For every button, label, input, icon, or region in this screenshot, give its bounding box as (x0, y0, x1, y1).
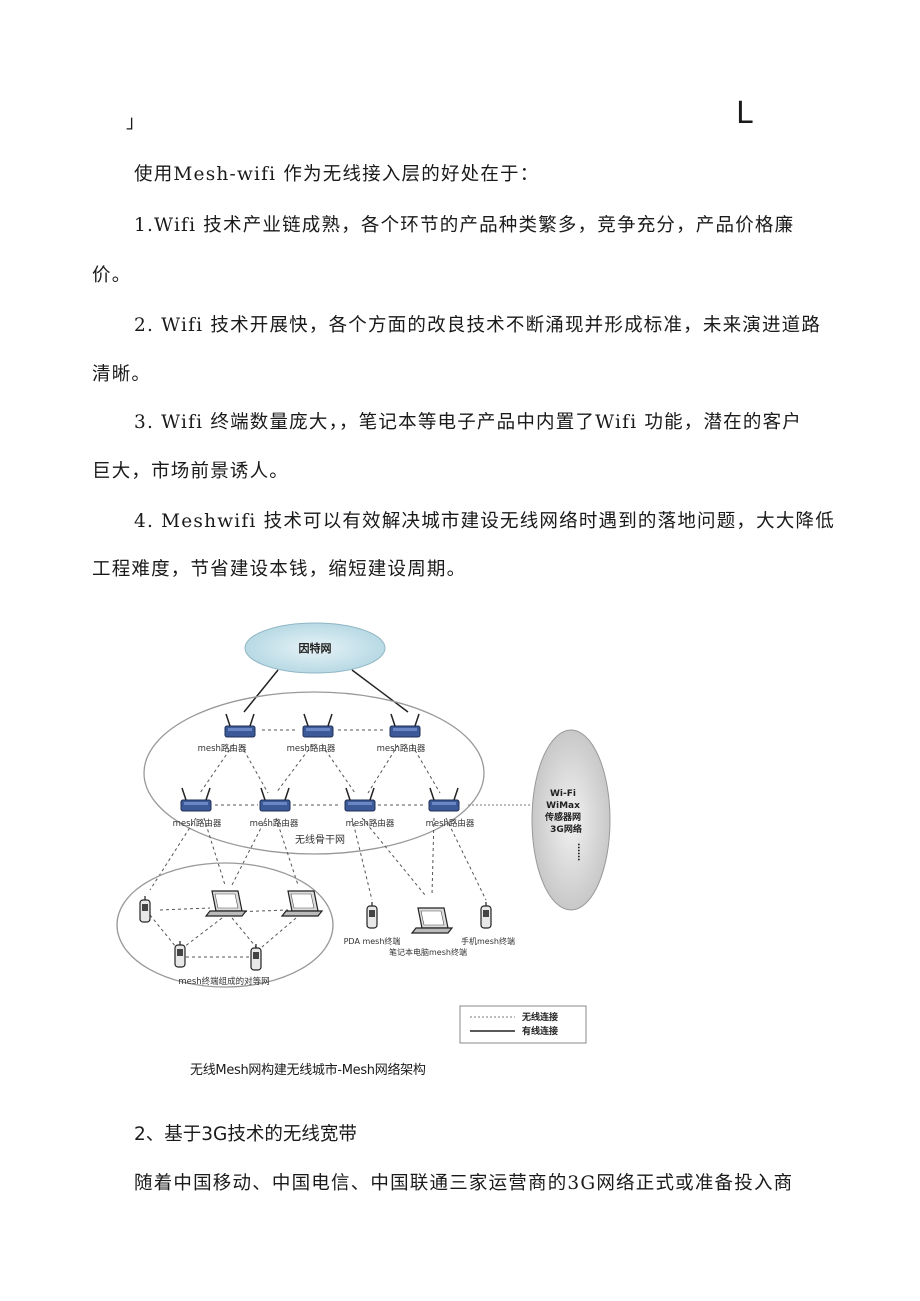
mesh-router-icon (302, 713, 334, 738)
phone-icon (480, 901, 492, 929)
mesh-router-icon (180, 787, 212, 812)
peer-network-label: mesh终端组成的对等网 (178, 976, 269, 987)
corner-mark-left: 」 (126, 112, 144, 133)
peer-network-ellipse (116, 862, 334, 988)
point-2-line-1: 2. Wifi 技术开展快，各个方面的改良技术不断涌现并形成标准，未来演进道路 (134, 315, 822, 336)
point-2-line-2: 清晰。 (92, 364, 152, 385)
access-label-wimax: WiMax (546, 801, 580, 811)
legend: 无线连接 有线连接 (459, 1005, 587, 1044)
router-label: mesh路由器 (426, 818, 475, 829)
access-label-more: …… (575, 843, 585, 861)
router-label: mesh路由器 (346, 818, 395, 829)
mesh-router-icon (428, 787, 460, 812)
internet-label: 因特网 (299, 641, 332, 655)
access-label-wifi: Wi-Fi (550, 789, 576, 799)
point-4-line-2: 工程难度，节省建设本钱，缩短建设周期。 (92, 559, 467, 580)
corner-mark-right: L (736, 96, 753, 131)
mesh-router-icon (259, 787, 291, 812)
mesh-network-diagram: 因特网 Wi-Fi WiMax 传感器网 3G网络 …… (116, 622, 611, 1044)
point-1-line-2: 价。 (92, 265, 132, 286)
last-paragraph: 随着中国移动、中国电信、中国联通三家运营商的3G网络正式或准备投入商 (134, 1173, 794, 1194)
internet-cloud (244, 622, 386, 674)
point-1-line-1: 1.Wifi 技术产业链成熟，各个环节的产品种类繁多，竞争充分，产品价格廉 (134, 215, 795, 236)
legend-wired: 有线连接 (522, 1025, 558, 1037)
backbone-ellipse (143, 691, 485, 855)
point-4-line-1: 4. Meshwifi 技术可以有效解决城市建设无线网络时遇到的落地问题，大大降… (134, 511, 835, 532)
router-label: mesh路由器 (287, 743, 336, 754)
access-labels: Wi-Fi WiMax 传感器网 3G网络 …… (544, 789, 585, 861)
phone-terminal-label: 手机mesh终端 (461, 936, 515, 946)
pda-terminal-label: PDA mesh终端 (344, 936, 401, 946)
backbone-label: 无线骨干网 (295, 833, 345, 846)
point-3-line-1: 3. Wifi 终端数量庞大，，笔记本等电子产品中内置了Wifi 功能，潜在的客… (134, 412, 802, 433)
section-title: 2、基于3G技术的无线宽带 (134, 1124, 357, 1145)
laptop-terminal-label: 笔记本电脑mesh终端 (389, 947, 467, 957)
router-label: mesh路由器 (250, 818, 299, 829)
intro-paragraph: 使用Mesh-wifi 作为无线接入层的好处在于： (134, 164, 540, 185)
access-label-sensor: 传感器网 (544, 811, 581, 823)
phone-icon (139, 895, 151, 923)
router-label: mesh路由器 (173, 818, 222, 829)
access-network-ellipse (531, 729, 611, 911)
laptop-icon (281, 890, 323, 917)
phone-icon (250, 943, 262, 971)
laptop-icon (205, 890, 247, 917)
point-3-line-2: 巨大，市场前景诱人。 (92, 461, 290, 482)
figure-caption: 无线Mesh网构建无线城市-Mesh网络架构 (190, 1063, 426, 1078)
legend-wireless: 无线连接 (521, 1011, 558, 1023)
phone-icon (174, 940, 186, 968)
router-label: mesh路由器 (198, 743, 247, 754)
router-label: mesh路由器 (377, 743, 426, 754)
access-label-3g: 3G网络 (550, 823, 582, 835)
pda-icon (366, 901, 378, 929)
mesh-router-icon (344, 787, 376, 812)
laptop-icon (411, 907, 453, 934)
mesh-router-icon (389, 713, 421, 738)
mesh-router-icon (224, 713, 256, 738)
